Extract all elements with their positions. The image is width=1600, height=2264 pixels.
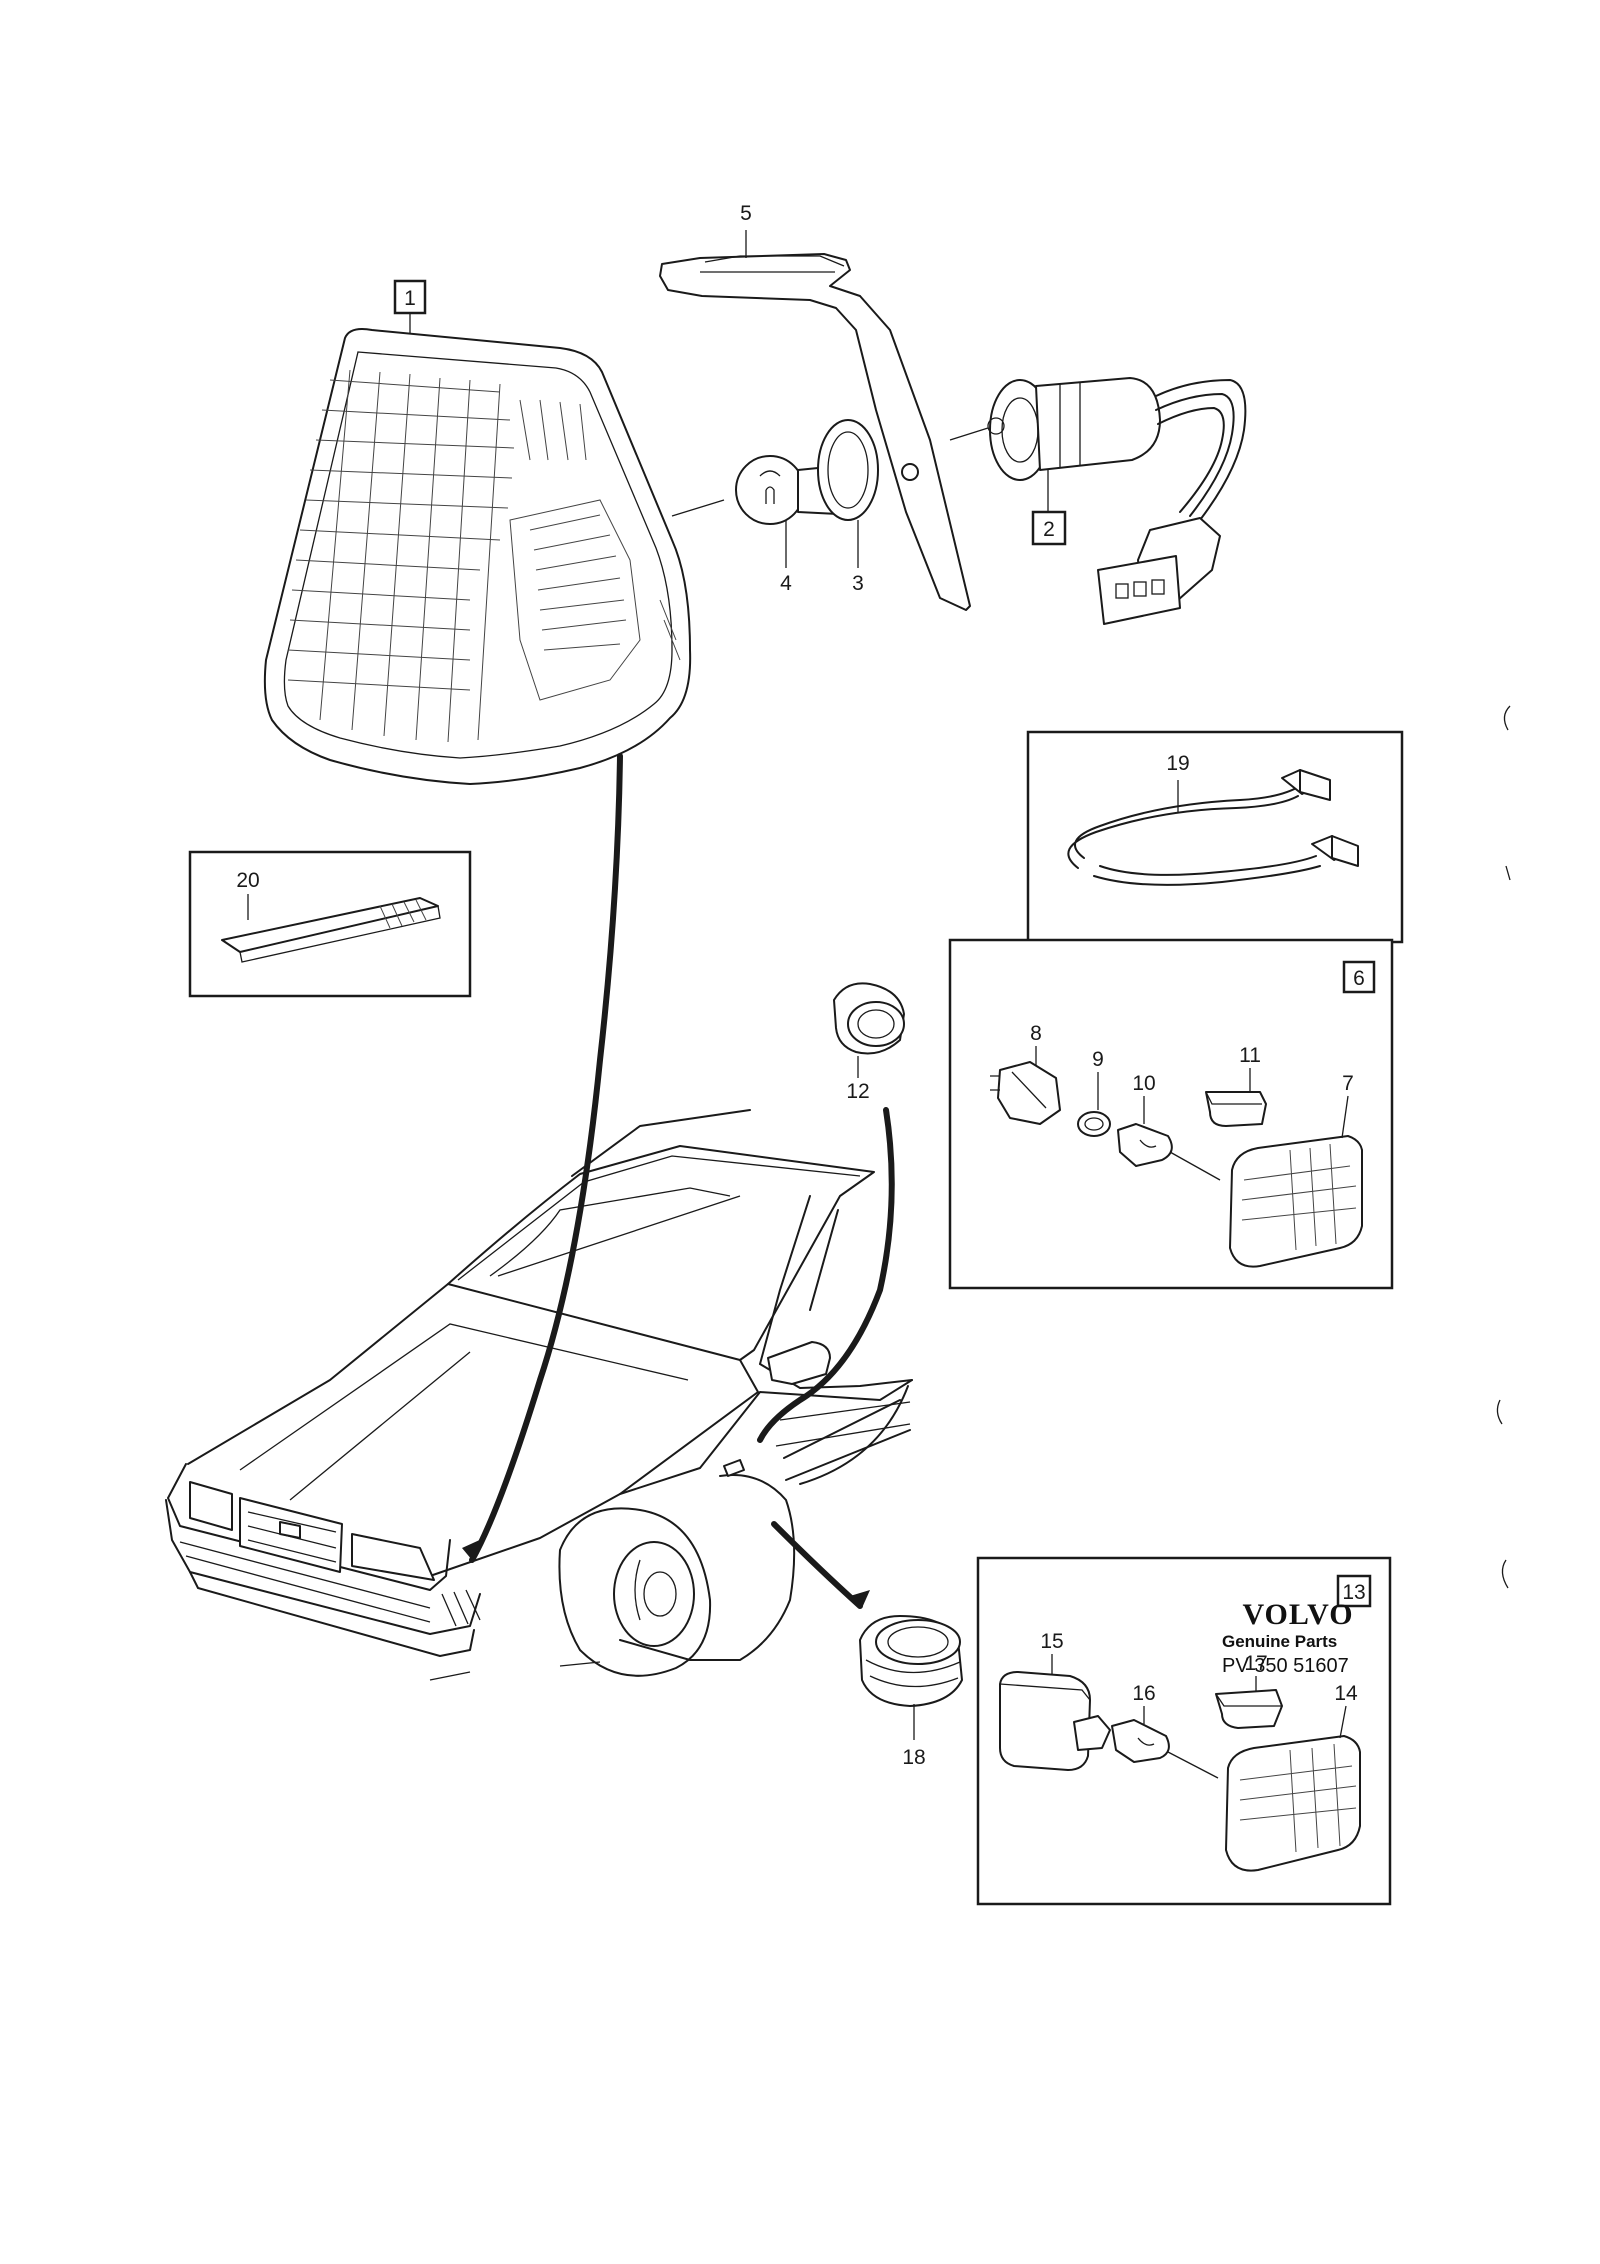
- grommet: [833, 982, 905, 1055]
- callout-2-label: 2: [1043, 518, 1055, 541]
- callout-12: 12: [846, 1056, 870, 1103]
- callout-5-label: 5: [740, 202, 752, 225]
- callout-20-label: 20: [236, 869, 259, 892]
- callout-17: 17: [1244, 1652, 1268, 1692]
- callout-20: 20: [236, 869, 260, 920]
- callout-1: 1: [393, 279, 427, 334]
- lamp-bracket: [659, 253, 971, 611]
- callout-16-label: 16: [1132, 1682, 1155, 1705]
- callout-6-label: 6: [1353, 967, 1365, 990]
- side-marker-box-13: [976, 1556, 1392, 1906]
- callout-3-label: 3: [852, 572, 864, 595]
- callout-16: 16: [1132, 1682, 1156, 1724]
- corner-lamp-lens: [263, 328, 692, 785]
- callout-13: 13: [1336, 1574, 1372, 1608]
- callout-15-label: 15: [1040, 1630, 1063, 1653]
- callout-11-label: 11: [1239, 1044, 1261, 1067]
- callout-19-label: 19: [1166, 752, 1189, 775]
- callout-10-label: 10: [1132, 1072, 1155, 1095]
- callout-10: 10: [1132, 1072, 1156, 1124]
- car-illustration: [165, 1109, 913, 1681]
- callout-6: 6: [1342, 960, 1376, 994]
- callout-2: 2: [1031, 470, 1067, 546]
- callout-17-label: 17: [1244, 1652, 1267, 1675]
- side-marker-box-6: [948, 938, 1394, 1290]
- callout-8-label: 8: [1030, 1022, 1042, 1045]
- callout-7: 7: [1341, 1072, 1354, 1139]
- callout-19: 19: [1166, 752, 1190, 812]
- callout-11: 11: [1239, 1044, 1261, 1092]
- callout-13-label: 13: [1342, 1581, 1365, 1604]
- brand-subtitle: Genuine Parts: [1222, 1632, 1338, 1651]
- callout-15: 15: [1040, 1630, 1064, 1674]
- grommet-18: [859, 1615, 963, 1707]
- callout-9: 9: [1092, 1048, 1104, 1110]
- reflector-box: [188, 850, 472, 998]
- callout-18: 18: [902, 1704, 926, 1769]
- volvo-logo: VOLVO: [1242, 1598, 1354, 1631]
- callout-8: 8: [1030, 1022, 1042, 1066]
- callout-18-label: 18: [902, 1746, 925, 1769]
- callout-4-label: 4: [780, 572, 792, 595]
- part-catalog-code: PV 350 51607: [1222, 1655, 1349, 1677]
- callout-14-label: 14: [1334, 1682, 1358, 1705]
- callout-1-label: 1: [404, 287, 416, 310]
- callout-4: 4: [780, 520, 792, 595]
- callout-9-label: 9: [1092, 1048, 1104, 1071]
- brand-block: VOLVO Genuine Parts PV 350 51607: [1208, 1600, 1388, 1678]
- gasket: [817, 419, 879, 521]
- callout-3: 3: [852, 520, 864, 595]
- callout-5: 5: [740, 202, 752, 258]
- callout-12-label: 12: [846, 1080, 869, 1103]
- callout-7-label: 7: [1342, 1072, 1354, 1095]
- harness-box: [1026, 730, 1404, 944]
- leader-lines: [462, 753, 895, 1609]
- scan-marks: [1496, 705, 1511, 1589]
- callout-14: 14: [1334, 1682, 1358, 1739]
- lamp-socket-harness: [949, 377, 1247, 625]
